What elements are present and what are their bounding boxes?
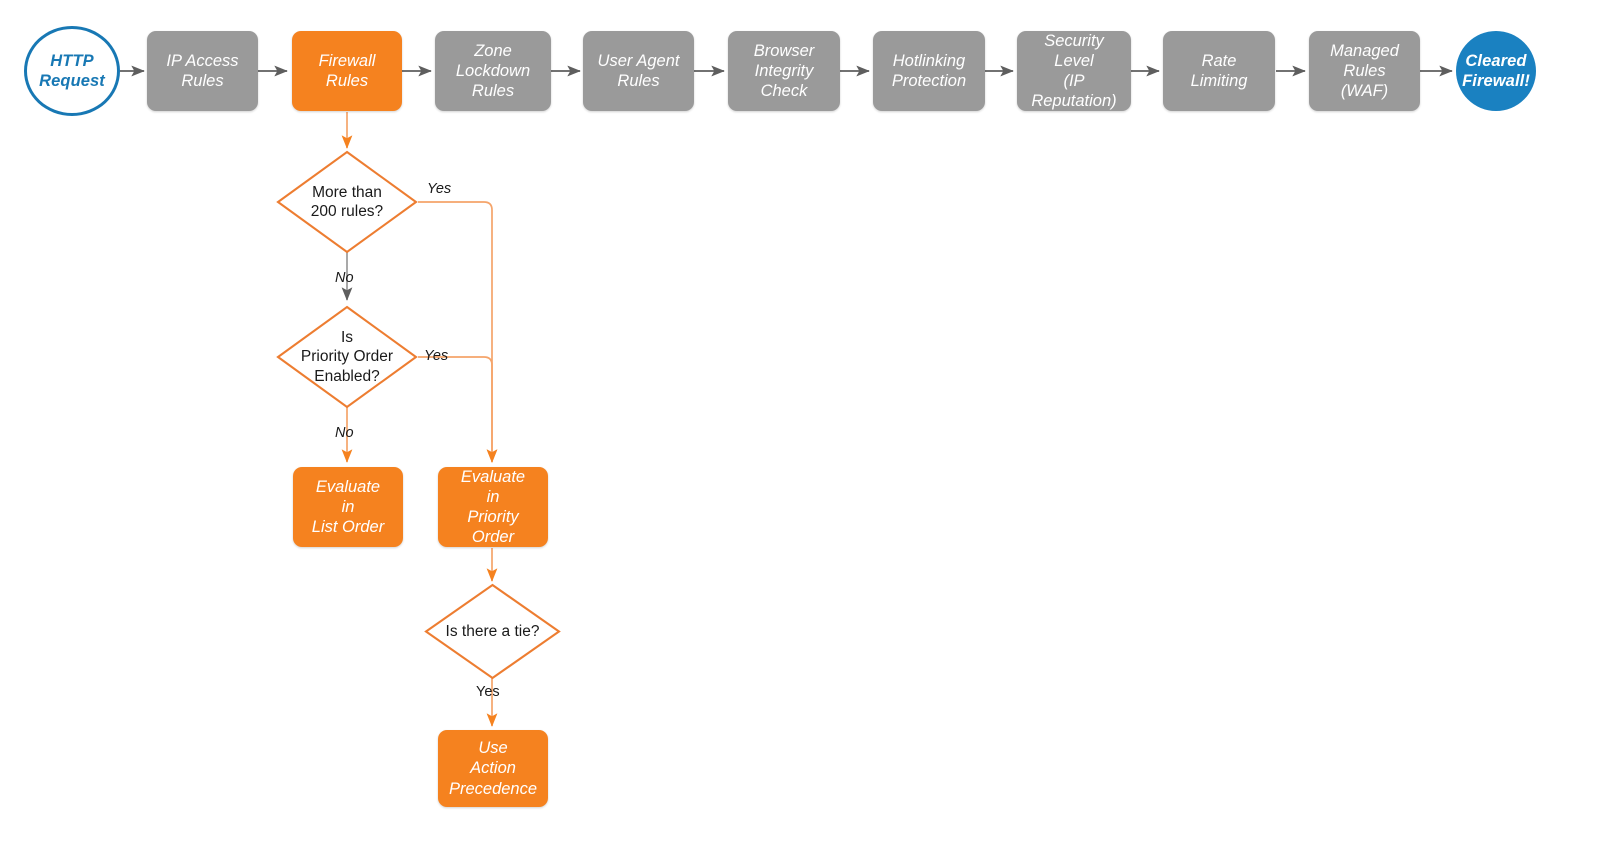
node-label: Use Action Precedence	[448, 739, 538, 798]
edge-label-priority-order-no: No	[335, 425, 354, 441]
node-managed-rules-waf[interactable]: Managed Rules (WAF)	[1309, 31, 1420, 111]
node-label: Zone Lockdown Rules	[455, 41, 531, 101]
node-evaluate-priority-order[interactable]: Evaluate in Priority Order	[438, 467, 548, 547]
decision-label: More than 200 rules?	[310, 183, 384, 220]
node-browser-integrity-check[interactable]: Browser Integrity Check	[728, 31, 840, 111]
edge-label-tie-yes: Yes	[476, 684, 500, 700]
node-label: Security Level (IP Reputation)	[1031, 31, 1117, 111]
edge-label-more-than-200-yes: Yes	[427, 181, 452, 197]
node-zone-lockdown-rules[interactable]: Zone Lockdown Rules	[435, 31, 551, 111]
node-cleared-firewall[interactable]: Cleared Firewall!	[1456, 31, 1536, 111]
decision-label: Is there a tie?	[445, 622, 540, 640]
diamond-shape	[276, 150, 418, 254]
diamond-shape	[424, 583, 561, 680]
node-label: Cleared Firewall!	[1462, 51, 1530, 90]
node-hotlinking-protection[interactable]: Hotlinking Protection	[873, 31, 985, 111]
edge-label-more-than-200-no: No	[335, 270, 354, 286]
node-label: Rate Limiting	[1190, 51, 1248, 90]
decision-label: Is Priority Order Enabled?	[300, 329, 394, 385]
node-firewall-rules[interactable]: Firewall Rules	[292, 31, 402, 111]
node-label: Hotlinking Protection	[891, 51, 967, 90]
node-user-agent-rules[interactable]: User Agent Rules	[583, 31, 694, 111]
decision-more-than-200-rules[interactable]: More than 200 rules?	[276, 150, 418, 254]
node-label: IP Access Rules	[166, 51, 239, 90]
node-label: HTTP Request	[39, 51, 105, 90]
node-use-action-precedence[interactable]: Use Action Precedence	[438, 730, 548, 807]
node-label: Managed Rules (WAF)	[1330, 41, 1399, 101]
node-label: Evaluate in List Order	[311, 477, 385, 537]
edge-d1-yes-to-priority	[418, 201, 498, 463]
decision-priority-order-enabled[interactable]: Is Priority Order Enabled?	[276, 305, 418, 409]
node-http-request[interactable]: HTTP Request	[24, 26, 120, 116]
node-security-level[interactable]: Security Level (IP Reputation)	[1017, 31, 1131, 111]
node-label: User Agent Rules	[597, 51, 680, 90]
node-evaluate-list-order[interactable]: Evaluate in List Order	[293, 467, 403, 547]
decision-is-there-a-tie[interactable]: Is there a tie?	[424, 583, 561, 680]
edge-label-priority-order-yes: Yes	[424, 348, 449, 364]
node-rate-limiting[interactable]: Rate Limiting	[1163, 31, 1275, 111]
node-label: Browser Integrity Check	[753, 41, 815, 101]
node-ip-access-rules[interactable]: IP Access Rules	[147, 31, 258, 111]
node-label: Evaluate in Priority Order	[460, 467, 526, 547]
diamond-shape	[276, 305, 418, 409]
edge-d2-yes-to-priority	[418, 356, 498, 463]
node-label: Firewall Rules	[318, 51, 376, 90]
